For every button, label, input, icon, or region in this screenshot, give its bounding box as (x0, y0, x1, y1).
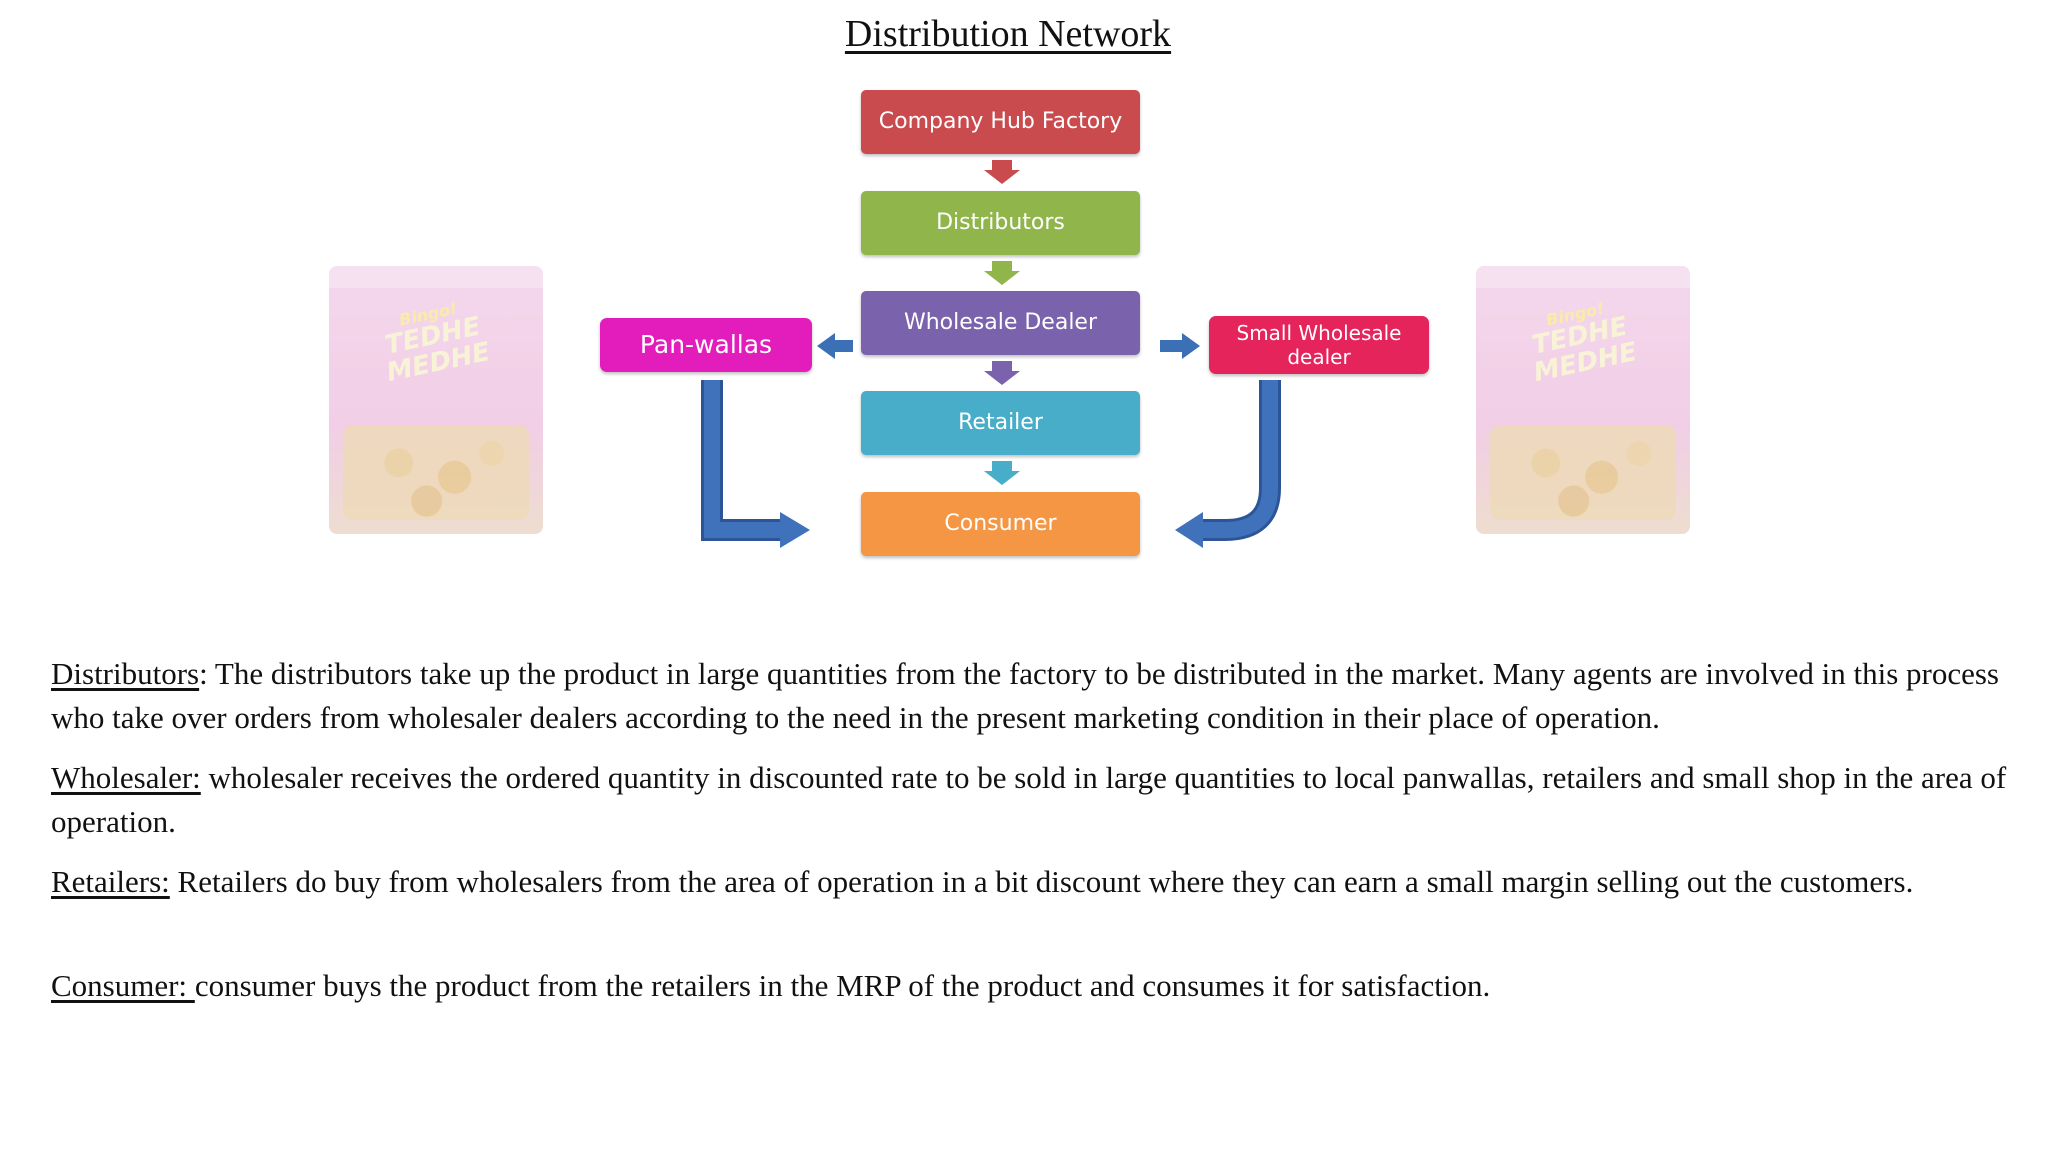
snack-packet-image-left: Bingo! TEDHE MEDHE (329, 266, 543, 534)
arrow-panwallas-to-consumer (701, 380, 810, 548)
page-title: Distribution Network (844, 13, 1172, 55)
paragraph-wholesaler: Wholesaler: wholesaler receives the orde… (51, 756, 2041, 844)
node-distributors: Distributors (861, 191, 1140, 255)
node-retailer: Retailer (861, 391, 1140, 455)
packet-logo: Bingo! TEDHE MEDHE (353, 291, 515, 392)
distribution-flowchart: Company Hub Factory Distributors Wholesa… (329, 90, 1690, 556)
term-consumer: Consumer: (51, 968, 195, 1003)
term-wholesaler: Wholesaler: (51, 760, 201, 795)
description-distributors: : The distributors take up the product i… (51, 656, 1999, 735)
term-distributors: Distributors (51, 656, 200, 691)
description-retailers: Retailers do buy from wholesalers from t… (169, 864, 1914, 899)
node-pan-wallas: Pan-wallas (600, 318, 812, 372)
node-small-wholesale-dealer: Small Wholesale dealer (1209, 316, 1429, 374)
paragraph-retailers: Retailers: Retailers do buy from wholesa… (51, 860, 2041, 904)
arrow-small-wholesale-to-consumer (1175, 380, 1281, 548)
snack-packet-image-right: Bingo! TEDHE MEDHE (1476, 266, 1690, 534)
term-retailers: Retailers: (51, 864, 170, 899)
paragraph-distributors: Distributors: The distributors take up t… (51, 652, 2041, 740)
arrow-wholesale-to-panwallas (817, 333, 853, 359)
node-company-hub-factory: Company Hub Factory (861, 90, 1140, 154)
arrow-wholesale-to-retailer (984, 361, 1020, 385)
paragraph-consumer: Consumer: consumer buys the product from… (51, 964, 2041, 1008)
description-consumer: consumer buys the product from the retai… (194, 968, 1491, 1003)
description-wholesaler: wholesaler receives the ordered quantity… (51, 760, 2007, 839)
arrow-factory-to-distributors (984, 160, 1020, 184)
node-consumer: Consumer (861, 492, 1140, 556)
node-wholesale-dealer: Wholesale Dealer (861, 291, 1140, 355)
packet-logo: Bingo! TEDHE MEDHE (1500, 291, 1662, 392)
flowchart-arrows (701, 160, 1281, 548)
arrow-retailer-to-consumer (984, 461, 1020, 485)
arrow-wholesale-to-small-wholesale (1160, 333, 1200, 359)
arrow-distributors-to-wholesale (984, 261, 1020, 285)
